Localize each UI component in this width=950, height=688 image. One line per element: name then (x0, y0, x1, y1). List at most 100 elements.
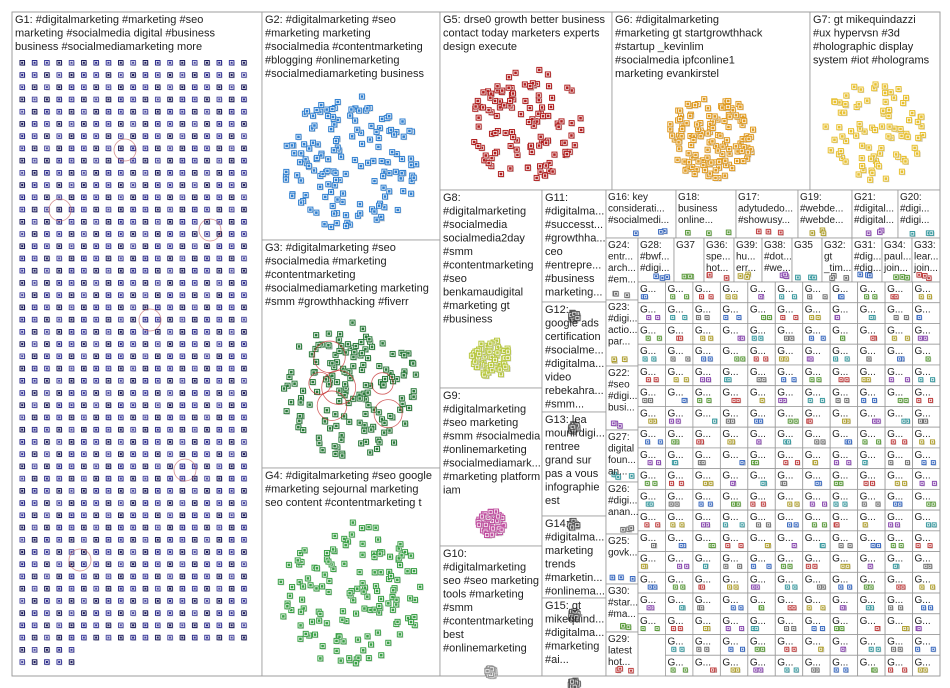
tiny-group-label: G... (832, 574, 848, 585)
node-layer (19, 60, 938, 688)
tiny-group-label: G... (805, 491, 821, 502)
group-g28-label-line: #bwf... (640, 252, 669, 263)
group-g17-label-line: #showusy... (738, 215, 790, 226)
tiny-group-label: G... (777, 429, 793, 440)
group-panel-g2 (261, 11, 441, 241)
tiny-group-label: G... (695, 429, 711, 440)
group-g7-label-line: G7: gt mikequindazzi (813, 14, 916, 26)
group-g20-label-line: #digi... (900, 204, 929, 215)
tiny-group-label: G... (667, 574, 683, 585)
tiny-group-label: G... (667, 408, 683, 419)
tiny-group-label: G... (722, 408, 738, 419)
group-g29-label-line: G29: (608, 634, 630, 645)
group-g32-label-line: gt (824, 252, 833, 263)
tiny-group-label: G... (860, 574, 876, 585)
group-g30-label-line: #ma... (608, 609, 636, 620)
group-g13-label-line: infographie (545, 482, 599, 494)
group-g11-label-line: #entrepre... (545, 260, 601, 272)
group-g13-label-line: G13: lea (545, 414, 587, 426)
tiny-group-label: G... (695, 491, 711, 502)
tiny-group-label: G... (750, 325, 766, 336)
group-g4-label-line: #marketing sejournal marketing (265, 484, 418, 496)
tiny-group-label: G... (860, 367, 876, 378)
tiny-group-label: G... (722, 388, 738, 399)
group-g12-label-line: #digitalma... (545, 358, 604, 370)
tiny-group-label: G... (805, 388, 821, 399)
tiny-group-label: G... (915, 491, 931, 502)
group-g12-label-line: google ads (545, 318, 599, 330)
tiny-group-label: G... (915, 429, 931, 440)
tiny-group-label: G... (667, 533, 683, 544)
tiny-group-label: G... (805, 284, 821, 295)
tiny-group-label: G... (887, 346, 903, 357)
group-g26-label-line: #digi... (608, 496, 637, 507)
tiny-group-label: G... (915, 450, 931, 461)
group-g8-label-line: socialmedia2day (443, 233, 525, 245)
graph-frame (11, 11, 941, 677)
group-g10-label-line: tools #marketing (443, 589, 524, 601)
group-g24-label-line: entr... (608, 252, 633, 263)
group-g12-label-line: G12: (545, 304, 569, 316)
tiny-group-label: G... (667, 512, 683, 523)
tiny-group-label: G... (640, 429, 656, 440)
group-g6-label-line: #marketing gt startgrowthhack (615, 28, 763, 40)
tiny-group-label: G... (750, 367, 766, 378)
group-g24-label-line: arch... (608, 263, 636, 274)
tiny-group-label: G... (832, 367, 848, 378)
group-g7-label-line: system #iot #holograms (813, 55, 930, 67)
group-g11-label-line: G11: (545, 192, 568, 204)
group-g14-label-line: #marketin... (545, 572, 602, 584)
group-g22-label-line: G22: (608, 368, 630, 379)
group-g37-label-line: G37 (676, 240, 695, 251)
tiny-group-label: G... (887, 554, 903, 565)
group-g17-label-line: adytudedo... (738, 204, 793, 215)
tiny-group-label: G... (667, 388, 683, 399)
group-g27-label-line: digital (608, 444, 634, 455)
group-g4-label-line: seo content #contentmarketing t (265, 497, 422, 509)
group-g25-label-line: G25: (608, 536, 630, 547)
group-g10-label-line: best (443, 629, 464, 641)
group-g21-label-line: G21: (854, 192, 876, 203)
tiny-group-label: G... (832, 346, 848, 357)
group-g27-label-line: foun... (608, 455, 636, 466)
tiny-group-label: G... (777, 471, 793, 482)
tiny-group-label: G... (805, 325, 821, 336)
group-g10-label-line: G10: (443, 548, 467, 560)
group-g3-label-line: #contentmarketing (265, 269, 356, 281)
group-g33-label-line: G33: (914, 240, 936, 251)
tiny-group-label: G... (640, 512, 656, 523)
tiny-group-label: G... (860, 429, 876, 440)
tiny-group-label: G... (832, 554, 848, 565)
tiny-group-label: G... (777, 554, 793, 565)
group-g9-label-line: G9: (443, 390, 461, 402)
group-g9-label-line: #marketing platform (443, 471, 540, 483)
tiny-group-label: G... (887, 637, 903, 648)
group-g1-label-line: G1: #digitalmarketing #marketing #seo (15, 14, 203, 26)
group-g2-label-line: #blogging #onlinemarketing (265, 55, 400, 67)
group-g3-label-line: #socialmedia #marketing (265, 256, 387, 268)
tiny-group-label: G... (750, 284, 766, 295)
group-g14-label-line: marketing (545, 545, 593, 557)
tiny-group-label: G... (805, 657, 821, 668)
tiny-group-label: G... (860, 450, 876, 461)
tiny-group-label: G... (832, 616, 848, 627)
tiny-group-label: G... (832, 637, 848, 648)
tiny-group-label: G... (832, 450, 848, 461)
tiny-group-label: G... (887, 512, 903, 523)
tiny-group-label: G... (860, 388, 876, 399)
tiny-group-label: G... (805, 595, 821, 606)
tiny-group-label: G... (750, 471, 766, 482)
group-g5-label-line: G5: drse0 growth better business (443, 14, 606, 26)
tiny-group-label: G... (777, 595, 793, 606)
group-g15-label-line: #ai... (545, 654, 569, 666)
group-g8-label-line: #seo (443, 273, 467, 285)
tiny-group-label: G... (695, 512, 711, 523)
tiny-group-label: G... (695, 450, 711, 461)
tiny-group-label: G... (667, 450, 683, 461)
tiny-group-label: G... (722, 616, 738, 627)
group-g5-label-line: contact today marketers experts (443, 28, 600, 40)
tiny-group-label: G... (750, 533, 766, 544)
group-g14-label-line: #onlinema... (545, 586, 605, 598)
tiny-group-label: G... (750, 346, 766, 357)
group-g33-label-line: lear... (914, 252, 938, 263)
